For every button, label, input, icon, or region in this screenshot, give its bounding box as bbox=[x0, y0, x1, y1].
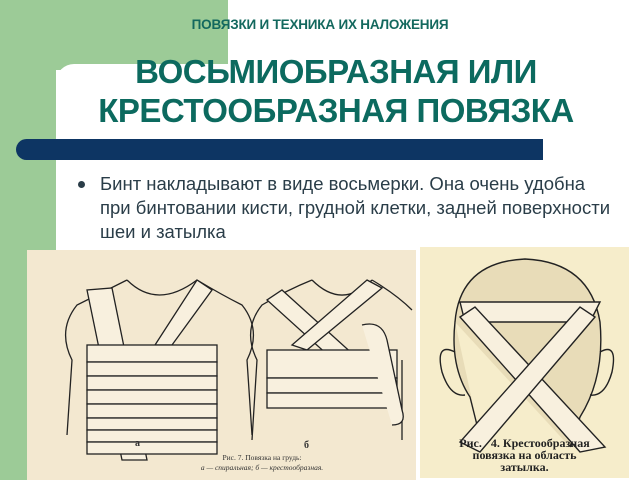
caption-line-2: повязка на область bbox=[472, 448, 577, 462]
slide-title: ВОСЬМИОБРАЗНАЯ ИЛИ КРЕСТООБРАЗНАЯ ПОВЯЗК… bbox=[56, 52, 616, 130]
caption-line-1: Рис. 7. Повязка на грудь: bbox=[222, 453, 302, 462]
figure-label-b: б bbox=[304, 440, 309, 451]
occiput-bandage-figure: Рис. 4. Крестообразная повязка на област… bbox=[420, 247, 629, 478]
title-line-1: ВОСЬМИОБРАЗНАЯ ИЛИ bbox=[135, 53, 537, 90]
figure-label-a: а bbox=[135, 438, 140, 449]
occiput-bandage-illustration bbox=[439, 258, 615, 453]
title-line-2: КРЕСТООБРАЗНАЯ ПОВЯЗКА bbox=[98, 92, 574, 129]
bullet-item: Бинт накладывают в виде восьмерки. Она о… bbox=[78, 172, 618, 244]
caption-line-2: а — спиральная; б — крестообразная. bbox=[200, 463, 324, 472]
caption-line-1: Рис. 4. Крестообразная bbox=[459, 436, 590, 450]
occiput-figure-caption: Рис. 4. Крестообразная повязка на област… bbox=[420, 437, 629, 473]
bullet-dot-icon bbox=[78, 181, 85, 188]
divider-bar bbox=[16, 139, 543, 160]
caption-line-3: затылка. bbox=[500, 460, 549, 474]
slide-subtitle: ПОВЯЗКИ И ТЕХНИКА ИХ НАЛОЖЕНИЯ bbox=[191, 17, 449, 32]
chest-figure-caption: Рис. 7. Повязка на грудь: а — спиральная… bbox=[177, 453, 347, 473]
bullet-text: Бинт накладывают в виде восьмерки. Она о… bbox=[100, 173, 611, 242]
chest-bandage-illustration bbox=[65, 279, 413, 461]
chest-bandage-figure: а б Рис. 7. Повязка на грудь: а — спирал… bbox=[27, 250, 416, 480]
